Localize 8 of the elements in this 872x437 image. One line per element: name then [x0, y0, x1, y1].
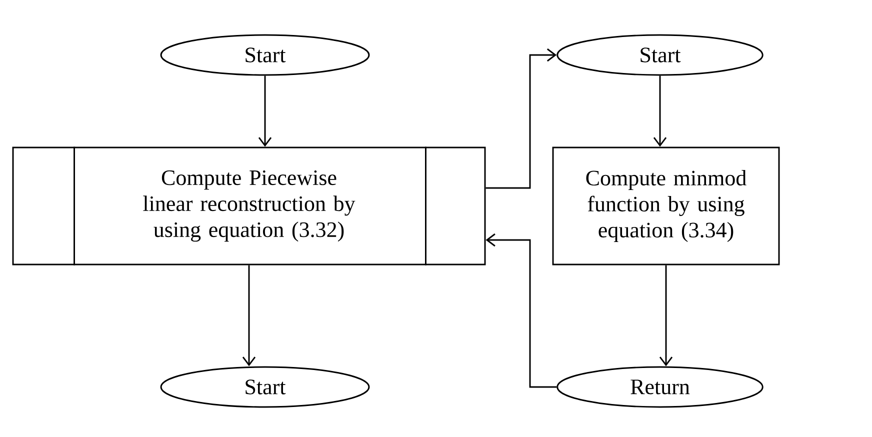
arrow	[659, 265, 673, 366]
arrow	[653, 76, 667, 147]
arrow	[258, 76, 272, 147]
arrow	[486, 233, 557, 388]
arrow	[486, 48, 557, 189]
predefined-process-box: Compute Piecewise linear reconstruction by using equation (3.32)	[12, 146, 486, 266]
process-box: Compute minmod function by using equation (3.34)	[552, 146, 780, 266]
arrow	[242, 265, 256, 366]
